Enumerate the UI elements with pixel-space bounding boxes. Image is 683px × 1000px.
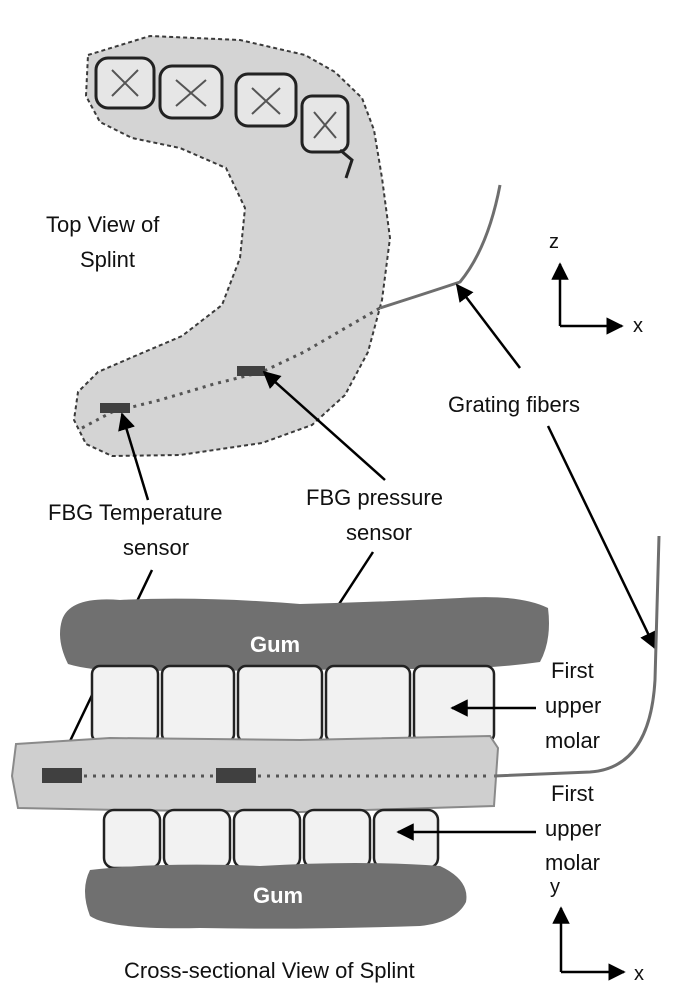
fbg-temperature-label-line1: FBG Temperature <box>48 500 222 525</box>
upper-teeth <box>90 664 496 744</box>
lower-tooth <box>102 808 162 870</box>
cross-mark-icon <box>175 79 207 107</box>
top-view-title-line2: Splint <box>80 247 135 272</box>
gum-bottom-label: Gum <box>253 883 303 908</box>
axis-x-label-bottom: x <box>634 963 644 985</box>
cross-mark-icon <box>111 69 139 97</box>
axes-bottom: y x <box>550 876 644 985</box>
molar-upper-line2: upper <box>545 693 601 718</box>
upper-tooth <box>90 664 160 744</box>
cross-mark-icon <box>313 111 337 139</box>
molar-lower-line3: molar <box>545 850 600 875</box>
molar-upper-line1: First <box>551 658 594 683</box>
molar-lower-line2: upper <box>545 816 601 841</box>
lower-tooth <box>232 808 302 870</box>
pressure-sensor-section <box>216 768 256 783</box>
axis-y-label: y <box>550 876 560 898</box>
top-teeth <box>94 56 354 179</box>
top-fiber-tail <box>379 184 502 310</box>
axes-top: z x <box>549 231 643 337</box>
arrow-grating-top <box>455 283 521 369</box>
lower-teeth <box>102 808 440 870</box>
upper-gum <box>60 597 549 672</box>
axis-z-label: z <box>549 231 559 253</box>
upper-tooth <box>324 664 412 744</box>
temperature-sensor-section <box>42 768 82 783</box>
arrow-pressure-top <box>262 370 386 481</box>
cross-section-title: Cross-sectional View of Splint <box>124 958 415 983</box>
axis-x-label-top: x <box>633 315 643 337</box>
upper-tooth <box>236 664 324 744</box>
grating-fibers-label: Grating fibers <box>448 392 580 417</box>
upper-tooth <box>412 664 496 744</box>
splint-edge-mark <box>339 148 354 179</box>
lower-tooth <box>372 808 440 870</box>
molar-upper-line3: molar <box>545 728 600 753</box>
pressure-sensor-top <box>237 366 265 376</box>
upper-tooth <box>160 664 236 744</box>
gum-top-label: Gum <box>250 632 300 657</box>
lower-gum <box>85 863 467 929</box>
temperature-sensor-top <box>100 403 130 413</box>
fbg-pressure-label-line2: sensor <box>346 520 412 545</box>
lower-tooth <box>302 808 372 870</box>
arrow-temp-top <box>118 412 150 501</box>
lower-tooth <box>162 808 232 870</box>
cross-mark-icon <box>251 87 281 115</box>
section-fiber-tail <box>493 535 661 778</box>
arrow-grating-bottom <box>546 425 657 650</box>
top-view-title-line1: Top View of <box>46 212 160 237</box>
fbg-pressure-label-line1: FBG pressure <box>306 485 443 510</box>
molar-lower-line1: First <box>551 781 594 806</box>
fbg-temperature-label-line2: sensor <box>123 535 189 560</box>
